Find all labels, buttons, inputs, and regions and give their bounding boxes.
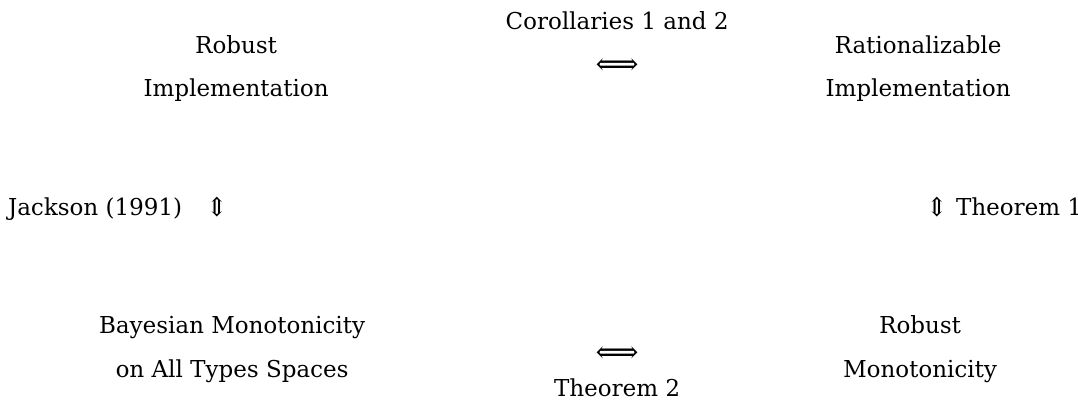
top-edge-label: Corollaries 1 and 2 (505, 9, 729, 35)
node-line: Implementation (143, 76, 329, 102)
node-line: Robust (879, 313, 961, 339)
node-line: Robust (195, 33, 277, 59)
node-line: Implementation (825, 76, 1011, 102)
bottom-double-arrow-icon: ⟺ (595, 335, 639, 370)
bottom-edge-label: Theorem 2 (554, 376, 680, 402)
right-vertical-double-arrow-icon: ⇕ (926, 193, 948, 223)
node-line: Monotonicity (843, 357, 997, 383)
node-line: on All Types Spaces (115, 357, 349, 383)
node-line: Rationalizable (834, 33, 1002, 59)
node-line: Bayesian Monotonicity (98, 313, 366, 339)
left-vertical-double-arrow-icon: ⇕ (206, 193, 228, 223)
left-edge-label: Jackson (1991) (8, 195, 183, 221)
right-edge-label: Theorem 1 (956, 195, 1078, 221)
top-double-arrow-icon: ⟺ (595, 47, 639, 82)
